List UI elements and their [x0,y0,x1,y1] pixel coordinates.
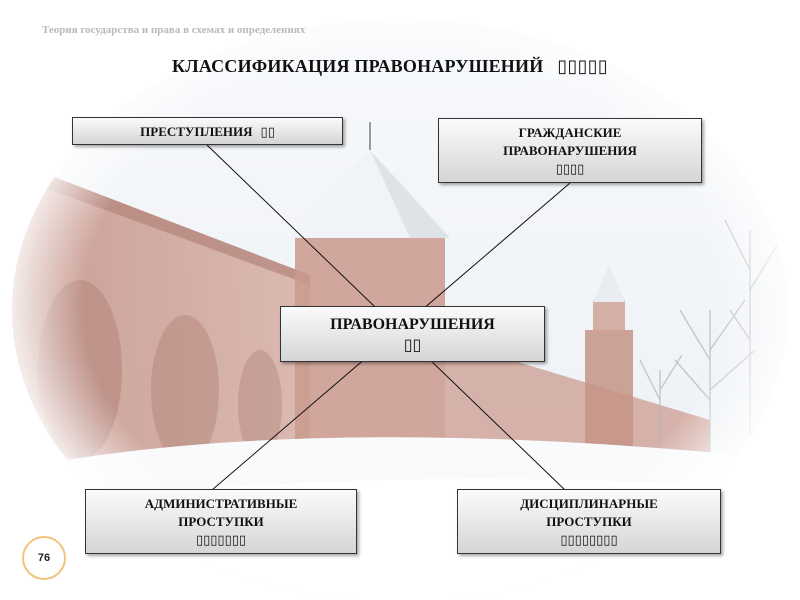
box-admin-glyphs: ▯▯▯▯▯▯▯ [195,532,247,547]
page-number-badge: 76 [22,536,66,580]
page-number: 76 [37,552,51,564]
box-administrative-misdemeanors: АДМИНИСТРАТИВНЫЕ ПРОСТУПКИ ▯▯▯▯▯▯▯ [85,489,357,554]
book-subtitle: Теория государства и права в схемах и оп… [42,24,306,36]
box-disciplinary-line2: ПРОСТУПКИ [546,514,632,529]
kremlin-winter-photo [10,10,790,600]
box-center-glyphs: ▯▯ [403,337,422,354]
box-disciplinary-line1: ДИСЦИПЛИНАРНЫЕ [520,496,658,511]
box-disciplinary-glyphs: ▯▯▯▯▯▯▯▯ [560,532,618,547]
box-civil-line2: ПРАВОНАРУШЕНИЯ [503,143,637,158]
page-title-text: КЛАССИФИКАЦИЯ ПРАВОНАРУШЕНИЙ [172,56,544,76]
box-admin-line2: ПРОСТУПКИ [178,514,264,529]
box-crimes-glyphs: ▯▯ [260,124,275,139]
box-civil-offenses: ГРАЖДАНСКИЕ ПРАВОНАРУШЕНИЯ ▯▯▯▯ [438,118,702,183]
box-center-label: ПРАВОНАРУШЕНИЯ [330,316,495,333]
page-title: КЛАССИФИКАЦИЯ ПРАВОНАРУШЕНИЙ ▯▯▯▯▯ [172,56,608,77]
box-civil-glyphs: ▯▯▯▯ [555,161,585,176]
box-civil-line1: ГРАЖДАНСКИЕ [518,125,622,140]
page-title-glyphs: ▯▯▯▯▯ [557,56,608,76]
box-crimes-label: ПРЕСТУПЛЕНИЯ [140,124,253,139]
box-admin-line1: АДМИНИСТРАТИВНЫЕ [144,496,298,511]
box-disciplinary-misdemeanors: ДИСЦИПЛИНАРНЫЕ ПРОСТУПКИ ▯▯▯▯▯▯▯▯ [457,489,721,554]
box-offenses-center: ПРАВОНАРУШЕНИЯ ▯▯ [280,306,545,362]
box-crimes: ПРЕСТУПЛЕНИЯ ▯▯ [72,117,343,145]
